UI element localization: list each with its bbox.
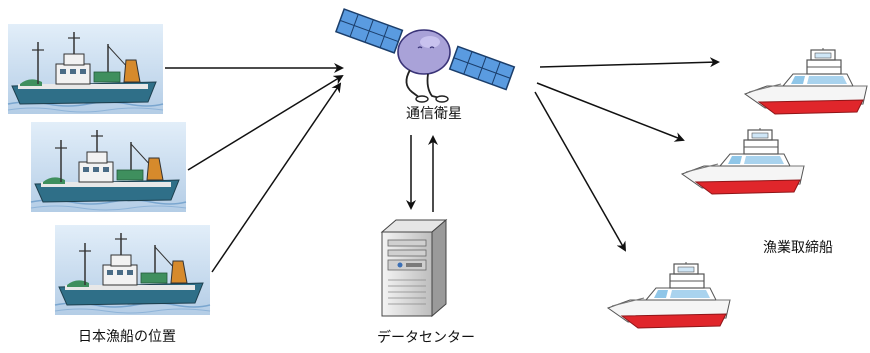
arrow-satellite-to-patrol1 bbox=[539, 57, 720, 68]
patrol-boat-2 bbox=[681, 127, 805, 195]
arrow-vessel3-to-satellite bbox=[211, 82, 342, 273]
fishing-vessel-3 bbox=[54, 224, 211, 316]
arrow-satellite-to-patrol3 bbox=[534, 91, 626, 252]
fishing-vessel-icon bbox=[54, 224, 211, 316]
arrow-satellite-to-patrol2 bbox=[536, 82, 685, 142]
server-icon bbox=[380, 218, 448, 318]
fishing-vessel-positions-label: 日本漁船の位置 bbox=[78, 329, 176, 345]
satellite-icon bbox=[334, 8, 516, 103]
patrol-boat-icon bbox=[744, 47, 868, 115]
fishing-vessel-1 bbox=[7, 23, 164, 115]
patrol-boat-3 bbox=[607, 261, 731, 329]
satellite-label: 通信衛星 bbox=[406, 106, 462, 122]
patrol-boat-icon bbox=[607, 261, 731, 329]
fishing-vessel-icon bbox=[7, 23, 164, 115]
arrow-vessel2-to-satellite bbox=[187, 74, 344, 171]
patrol-boats-label: 漁業取締船 bbox=[763, 240, 833, 256]
patrol-boat-icon bbox=[681, 127, 805, 195]
fishing-vessel-2 bbox=[30, 121, 187, 213]
data-center-label: データセンター bbox=[377, 330, 475, 346]
patrol-boat-1 bbox=[744, 47, 868, 115]
fishing-vessel-icon bbox=[30, 121, 187, 213]
